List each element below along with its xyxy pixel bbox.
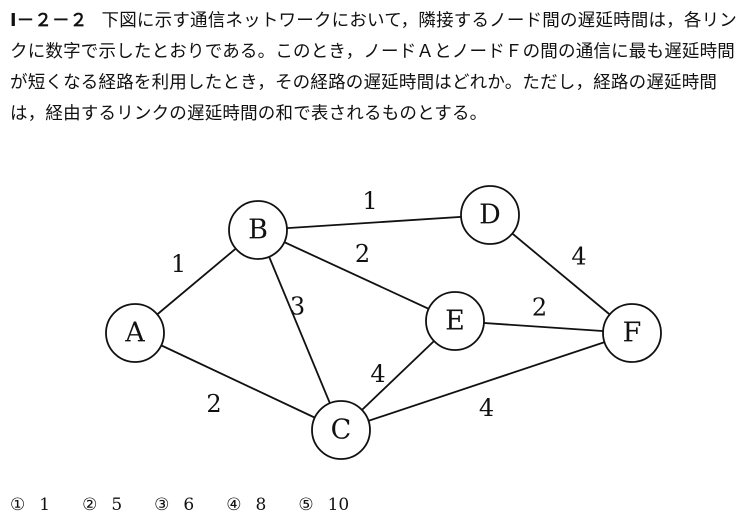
- choice-mark: ①: [10, 495, 26, 515]
- link-a-b: [134, 229, 259, 334]
- choice-mark: ④: [226, 495, 242, 515]
- link-a-c: [134, 332, 342, 431]
- choice-5[interactable]: ⑤ 10: [298, 493, 349, 517]
- choice-value: 8: [255, 495, 267, 515]
- node-b: B: [228, 200, 288, 260]
- delay-label-d-f: 4: [571, 243, 586, 271]
- delay-label-a-b: 1: [171, 250, 186, 278]
- node-label: A: [124, 318, 145, 349]
- choice-value: 5: [111, 495, 123, 515]
- link-c-e: [340, 320, 456, 431]
- delay-label-a-c: 2: [206, 390, 221, 418]
- choice-mark: ③: [154, 495, 170, 515]
- node-d: D: [460, 185, 520, 245]
- link-b-d: [257, 214, 491, 231]
- network-links: [134, 214, 633, 431]
- delay-label-b-d: 1: [362, 187, 377, 215]
- node-circle: [425, 291, 485, 351]
- choice-value: 10: [327, 495, 350, 515]
- node-circle: [460, 185, 520, 245]
- node-circle: [105, 303, 165, 363]
- question-body: 下図に示す通信ネットワークにおいて，隣接するノード間の遅延時間は，各リンクに数字…: [10, 11, 737, 124]
- network-nodes: A B C D E F: [105, 185, 662, 460]
- link-b-e: [257, 229, 456, 322]
- node-circle: [228, 200, 288, 260]
- link-d-f: [489, 214, 633, 334]
- delay-label-e-f: 2: [532, 294, 547, 322]
- node-label: F: [623, 318, 642, 349]
- node-label: C: [331, 415, 352, 446]
- delay-label-b-c: 3: [290, 293, 305, 321]
- choice-value: 6: [183, 495, 195, 515]
- delay-label-c-f: 4: [479, 394, 494, 422]
- delay-label-c-e: 4: [370, 360, 385, 388]
- node-e: E: [425, 291, 485, 351]
- link-e-f: [454, 320, 633, 334]
- link-b-c: [257, 229, 342, 431]
- node-circle: [311, 400, 371, 460]
- node-c: C: [311, 400, 371, 460]
- node-label: D: [479, 200, 501, 231]
- node-a: A: [105, 303, 165, 363]
- delay-label-b-e: 2: [355, 240, 370, 268]
- node-label: E: [445, 306, 465, 337]
- choice-value: 1: [39, 495, 51, 515]
- choice-mark: ②: [82, 495, 98, 515]
- node-circle: [602, 303, 662, 363]
- node-label: B: [248, 215, 268, 246]
- link-c-f: [340, 332, 633, 431]
- node-f: F: [602, 303, 662, 363]
- choice-mark: ⑤: [298, 495, 314, 515]
- question-number: Ⅰ－２－２: [10, 11, 88, 31]
